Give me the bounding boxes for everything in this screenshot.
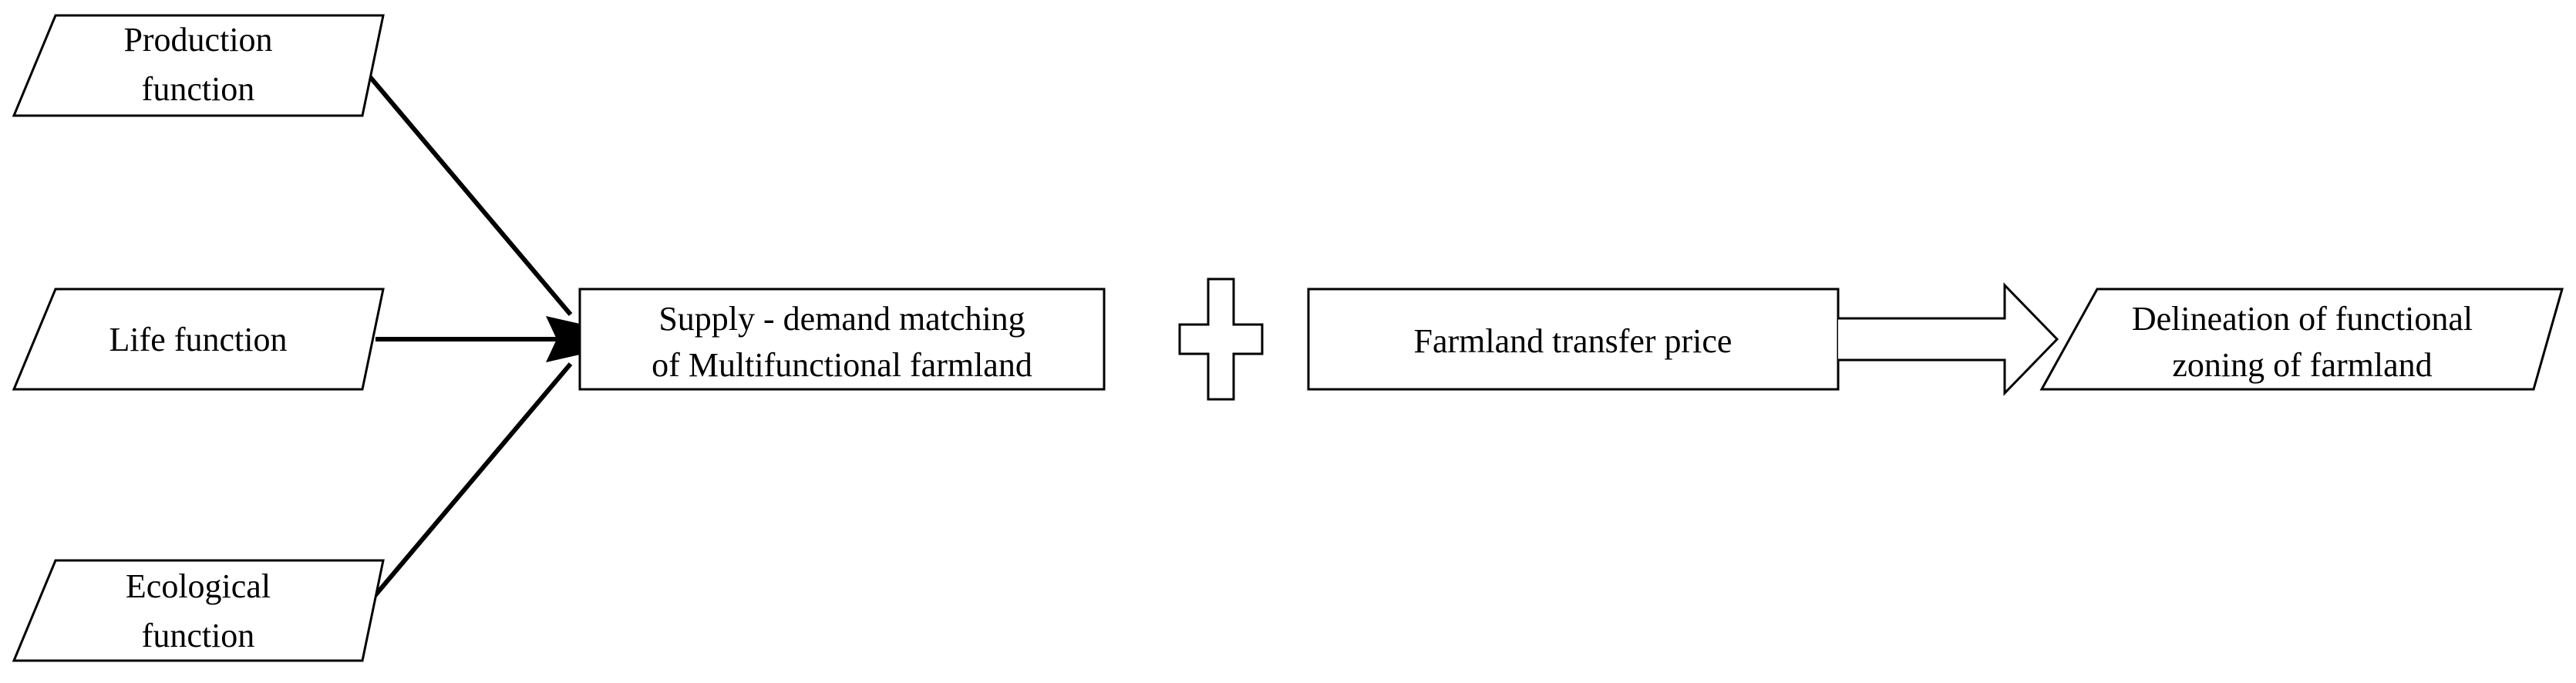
delineation-output-label-line2: zoning of farmland	[2172, 346, 2432, 384]
farmland-transfer-price-node: Farmland transfer price	[1307, 288, 1840, 391]
life-function-shape	[12, 288, 385, 391]
plus-icon	[1178, 278, 1264, 401]
farmland-transfer-price-box	[1307, 288, 1840, 391]
life-function-label: Life function	[109, 321, 288, 358]
supply-demand-matching-box	[578, 288, 1106, 391]
production-function-shape	[12, 14, 385, 117]
ecological-function-shape	[12, 559, 385, 662]
connectors	[360, 66, 573, 612]
production-function-label-line2: function	[142, 70, 255, 108]
production-function-node: Production function	[12, 14, 385, 117]
delineation-output-node: Delineation of functional zoning of farm…	[2039, 288, 2564, 391]
block-arrow	[1838, 282, 2059, 396]
supply-demand-matching-node: Supply - demand matching of Multifunctio…	[578, 288, 1106, 391]
connector-production	[360, 66, 573, 316]
ecological-function-label-line1: Ecological	[126, 567, 271, 605]
supply-demand-matching-label-line2: of Multifunctional farmland	[652, 346, 1032, 384]
merge-arrowhead	[546, 316, 580, 362]
life-function-node: Life function	[12, 288, 385, 391]
farmland-transfer-price-label: Farmland transfer price	[1414, 322, 1732, 360]
delineation-output-label-line1: Delineation of functional	[2132, 300, 2473, 338]
production-function-label-line1: Production	[123, 21, 272, 59]
connector-ecological	[360, 362, 573, 612]
delineation-output-shape	[2039, 288, 2564, 391]
ecological-function-label-line2: function	[142, 617, 255, 654]
ecological-function-node: Ecological function	[12, 559, 385, 662]
supply-demand-matching-label-line1: Supply - demand matching	[658, 300, 1025, 338]
